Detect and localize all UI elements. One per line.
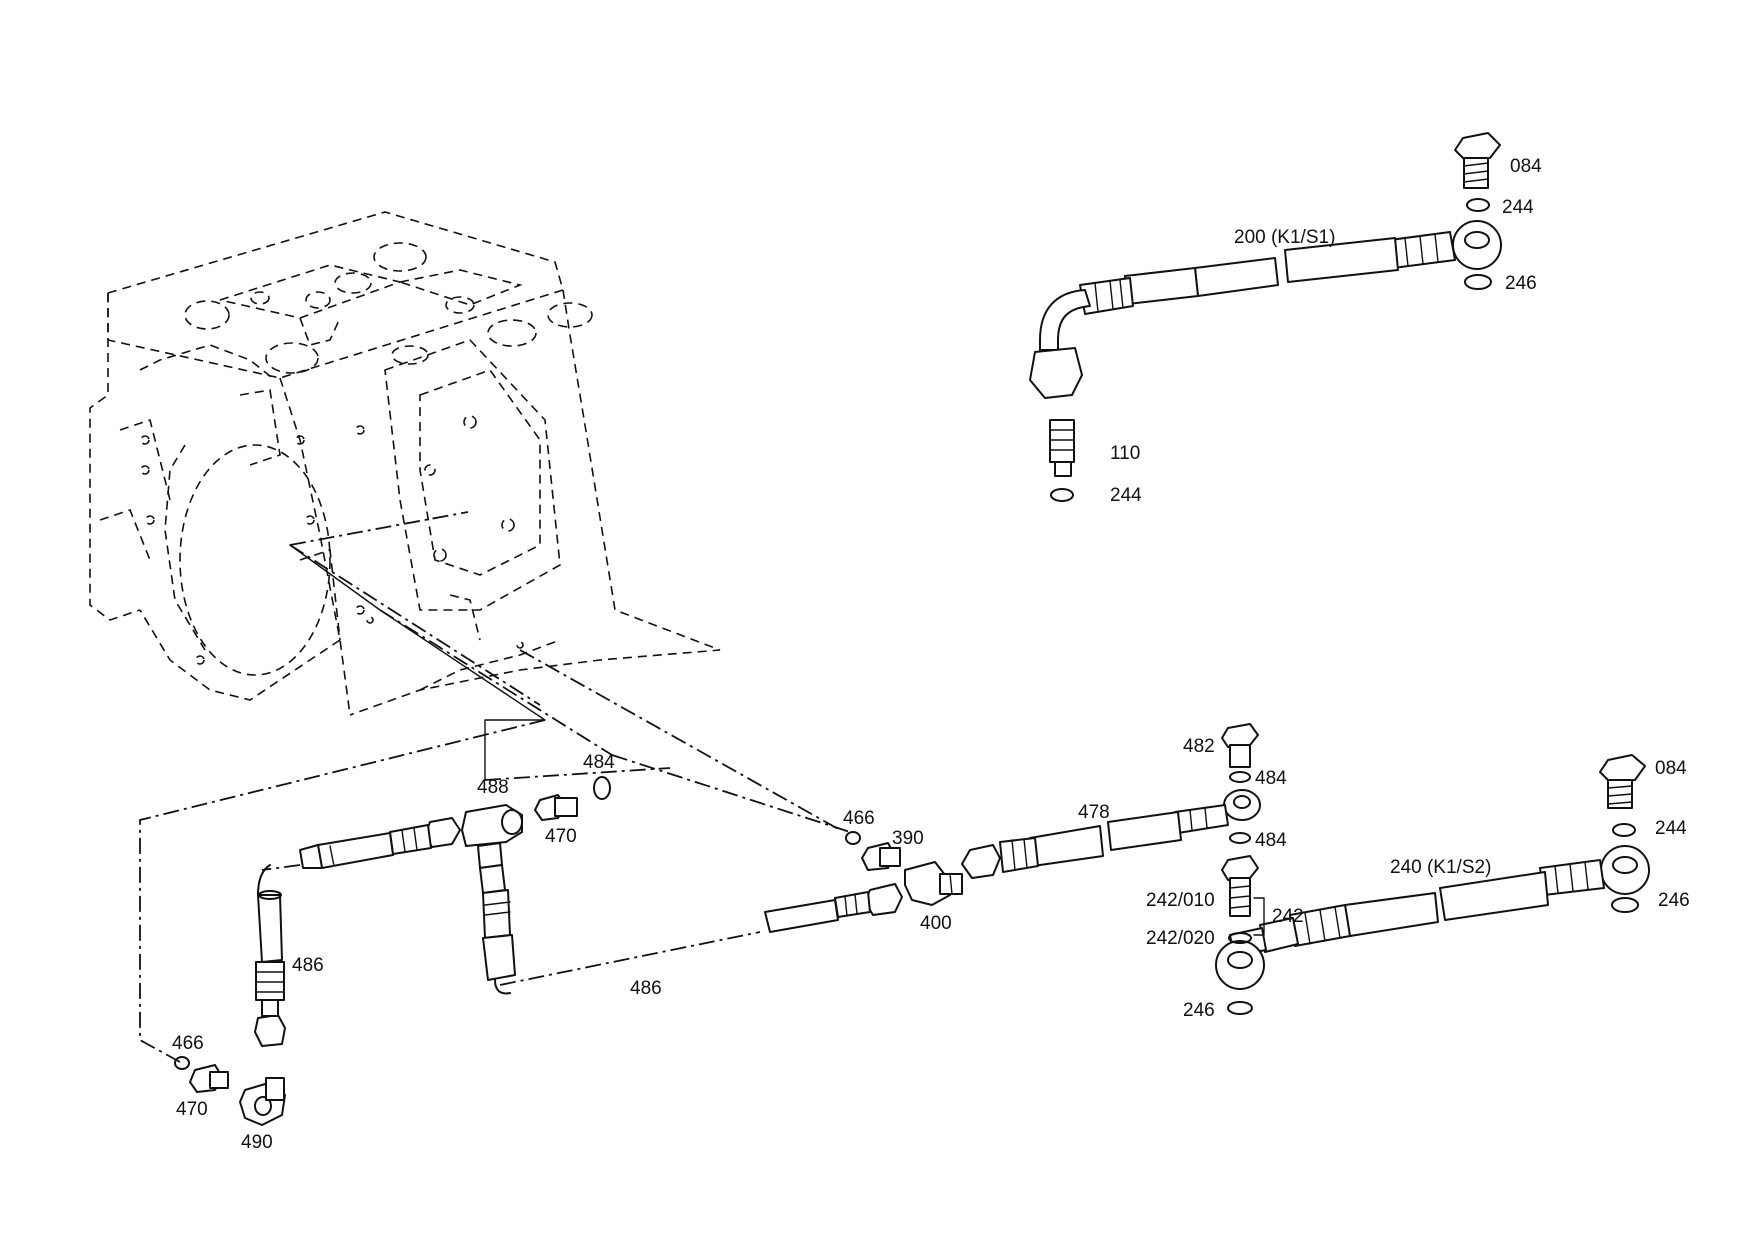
label-110: 110: [1110, 443, 1140, 464]
label-244-top: 244: [1502, 197, 1534, 218]
connector-470-bot: [189, 1064, 229, 1093]
label-488: 488: [477, 777, 509, 798]
hose-assembly-200: [1029, 132, 1502, 502]
seal-ring-466-bot: [174, 1056, 190, 1070]
label-084-right: 084: [1655, 758, 1687, 779]
label-490: 490: [241, 1132, 273, 1153]
hose-assembly-478: [961, 723, 1261, 879]
label-244-mid: 244: [1110, 485, 1142, 506]
label-246-right: 246: [1658, 890, 1690, 911]
hose-486-left: [254, 817, 461, 1047]
label-484-left: 484: [583, 752, 615, 773]
label-478: 478: [1078, 802, 1110, 823]
seal-ring-244-mid: [1050, 488, 1074, 502]
tee-fitting-488: [461, 804, 523, 894]
label-246-bot: 246: [1183, 1000, 1215, 1021]
transmission-housing: [89, 211, 721, 716]
label-084-top: 084: [1510, 156, 1542, 177]
hose-486-center: [764, 883, 903, 933]
connector-470-mid: [534, 794, 578, 821]
seal-ring-246-top: [1464, 274, 1492, 290]
seal-ring-244-top: [1466, 198, 1490, 212]
label-400: 400: [920, 913, 952, 934]
elbow-fitting-490: [239, 1077, 286, 1126]
part-labels: 084 244 200 (K1/S1) 246 110 244 482 484 …: [172, 156, 1690, 1153]
seal-ring-484-left: [593, 776, 611, 800]
banjo-bolt-084-top: [1454, 132, 1501, 189]
label-484-a: 484: [1255, 768, 1287, 789]
label-242-010: 242/010: [1146, 890, 1215, 911]
connector-390: [861, 842, 901, 871]
label-470-bot: 470: [176, 1099, 208, 1120]
label-246-top: 246: [1505, 273, 1537, 294]
label-390: 390: [892, 828, 924, 849]
seal-ring-466-mid: [845, 831, 861, 845]
label-466-mid: 466: [843, 808, 875, 829]
label-242-020: 242/020: [1146, 928, 1215, 949]
label-200-k1-s1: 200 (K1/S1): [1234, 227, 1335, 248]
label-482: 482: [1183, 736, 1215, 757]
hose-486-mid-vertical: [482, 889, 516, 995]
leader-lines: [139, 511, 851, 1063]
label-244-right: 244: [1655, 818, 1687, 839]
label-466-bot: 466: [172, 1033, 204, 1054]
hose-assembly-240: [1215, 754, 1650, 1015]
label-242: 242: [1272, 906, 1304, 927]
label-470-mid: 470: [545, 826, 577, 847]
label-486-bottom: 486: [630, 978, 662, 999]
label-484-b: 484: [1255, 830, 1287, 851]
label-240-k1-s2: 240 (K1/S2): [1390, 857, 1491, 878]
tee-fitting-400: [904, 861, 963, 906]
label-486-left: 486: [292, 955, 324, 976]
